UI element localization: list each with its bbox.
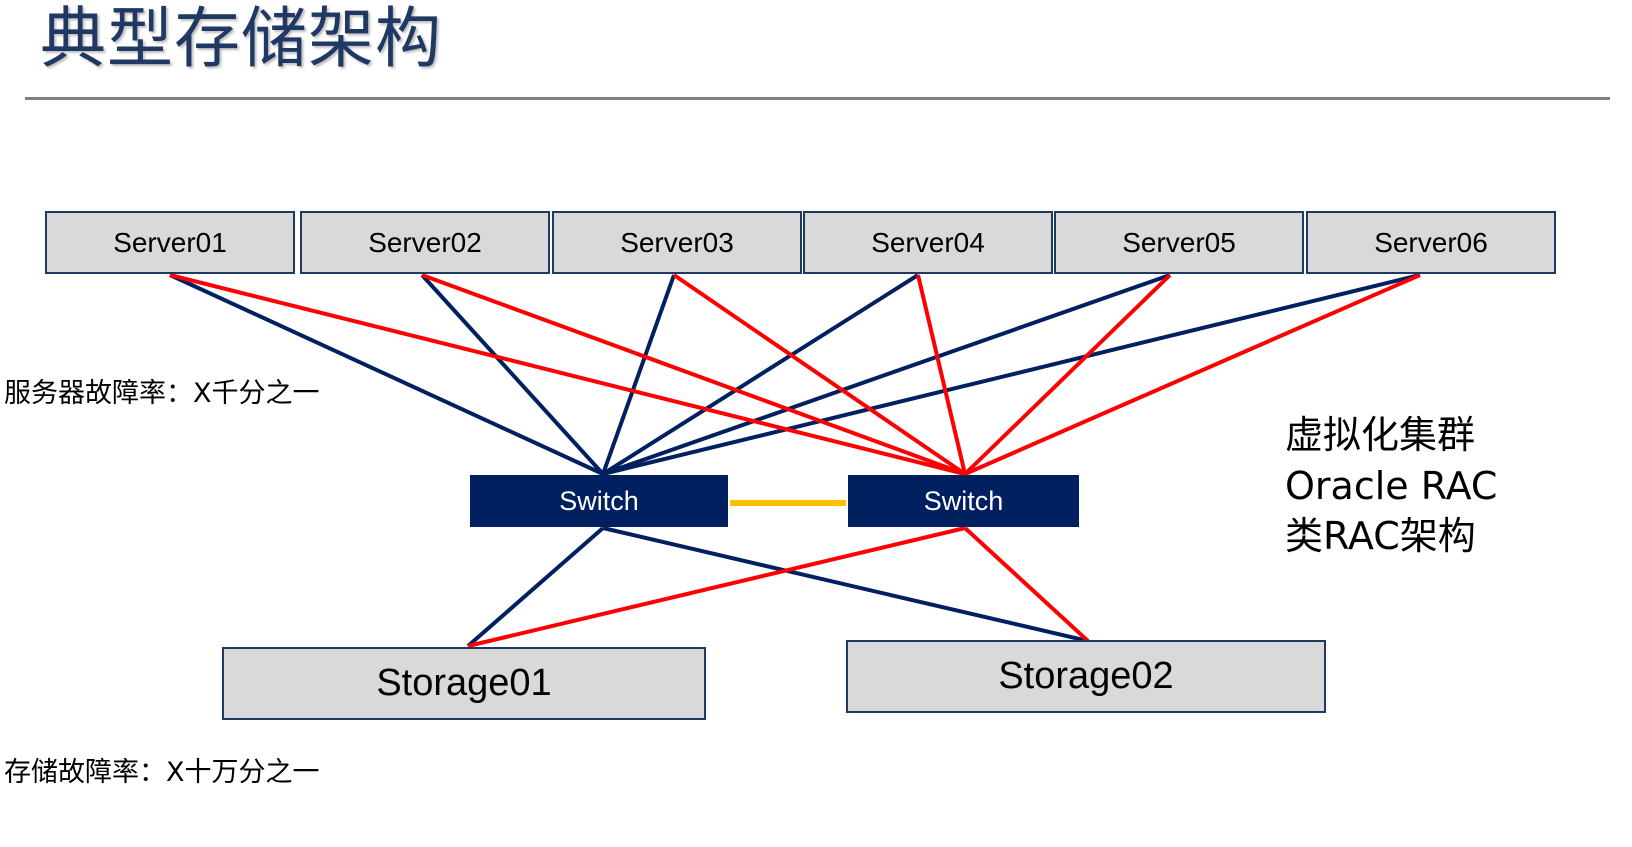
link-server-switch-b-5 bbox=[963, 273, 1172, 476]
link-server-switch-a-3 bbox=[601, 274, 676, 475]
storage-box-2[interactable]: Storage02 bbox=[846, 640, 1326, 713]
link-server-switch-b-2 bbox=[421, 273, 966, 476]
storage-label: Storage01 bbox=[376, 662, 552, 704]
switch-label: Switch bbox=[559, 485, 639, 516]
server-box-4[interactable]: Server04 bbox=[803, 211, 1053, 274]
link-server-switch-b-4 bbox=[916, 274, 967, 475]
server-failure-rate-label: 服务器故障率：X千分之一 bbox=[4, 378, 320, 409]
server-box-6[interactable]: Server06 bbox=[1306, 211, 1556, 274]
page-title: 典型存储架构 bbox=[40, 0, 442, 77]
link-switch-storage-3 bbox=[467, 526, 966, 648]
title-divider bbox=[25, 97, 1610, 100]
link-server-switch-a-4 bbox=[601, 273, 920, 476]
server-label: Server05 bbox=[1122, 226, 1236, 258]
link-server-switch-a-2 bbox=[420, 273, 605, 476]
switch-box-1[interactable]: Switch bbox=[470, 475, 728, 527]
storage-label: Storage02 bbox=[998, 655, 1174, 697]
cluster-note-line-1: 虚拟化集群 bbox=[1285, 413, 1476, 457]
link-server-switch-b-6 bbox=[964, 273, 1421, 476]
link-switch-storage-4 bbox=[963, 526, 1090, 643]
server-box-1[interactable]: Server01 bbox=[45, 211, 295, 274]
link-server-switch-a-1 bbox=[169, 273, 604, 476]
server-box-2[interactable]: Server02 bbox=[300, 211, 550, 274]
link-switch-storage-1 bbox=[466, 526, 605, 648]
storage-box-1[interactable]: Storage01 bbox=[222, 647, 706, 720]
link-switch-storage-2 bbox=[602, 526, 1089, 643]
server-label: Server03 bbox=[620, 226, 734, 258]
link-server-switch-a-6 bbox=[602, 273, 1421, 476]
server-label: Server04 bbox=[871, 226, 985, 258]
server-label: Server06 bbox=[1374, 226, 1488, 258]
server-box-3[interactable]: Server03 bbox=[552, 211, 802, 274]
switch-box-2[interactable]: Switch bbox=[848, 475, 1079, 527]
link-server-switch-b-1 bbox=[169, 273, 966, 476]
cluster-note-line-3: 类RAC架构 bbox=[1285, 514, 1476, 559]
link-server-switch-b-3 bbox=[672, 273, 967, 476]
link-server-switch-a-5 bbox=[602, 273, 1171, 476]
server-label: Server02 bbox=[368, 226, 482, 258]
cluster-note-line-2: Oracle RAC bbox=[1285, 463, 1498, 508]
server-box-5[interactable]: Server05 bbox=[1054, 211, 1304, 274]
switch-label: Switch bbox=[923, 485, 1004, 516]
server-label: Server01 bbox=[113, 226, 227, 258]
storage-failure-rate-label: 存储故障率：X十万分之一 bbox=[4, 757, 320, 788]
cluster-note: 虚拟化集群 Oracle RAC 类RAC架构 bbox=[1285, 410, 1497, 562]
